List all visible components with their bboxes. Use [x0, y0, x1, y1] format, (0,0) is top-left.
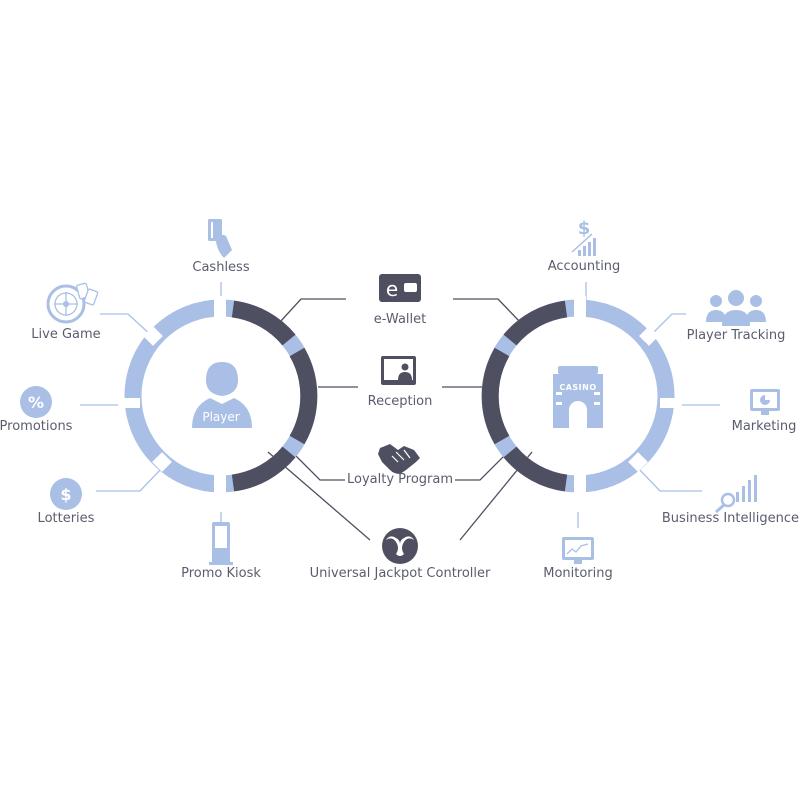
label-loyalty-program: Loyalty Program — [346, 472, 454, 487]
label-cashless: Cashless — [192, 260, 250, 275]
connector-ewallet — [279, 298, 346, 323]
player-icon — [192, 362, 252, 428]
svg-text:$: $ — [60, 485, 71, 504]
label-player-tracking: Player Tracking — [686, 328, 786, 343]
label-monitoring: Monitoring — [543, 566, 613, 581]
svg-text:%: % — [28, 393, 44, 412]
connector-ewallet-right — [453, 298, 521, 323]
casino-hub-label: CASINO — [559, 383, 597, 392]
label-promotions: Promotions — [0, 419, 73, 434]
label-accounting: Accounting — [547, 259, 621, 274]
percent-icon: % — [20, 386, 52, 418]
left-ring-dark-arc-bottom — [231, 446, 296, 492]
monitor-graph-icon — [562, 537, 594, 564]
monitor-pie-icon — [750, 389, 780, 415]
label-reception: Reception — [367, 394, 433, 409]
dollar-coin-icon: $ — [50, 478, 82, 510]
player-hub-label: Player — [202, 410, 240, 424]
label-business-intelligence: Business Intelligence — [661, 511, 799, 526]
label-lotteries: Lotteries — [37, 511, 95, 526]
label-promo-kiosk: Promo Kiosk — [181, 566, 261, 581]
kiosk-icon — [209, 522, 233, 565]
magnifier-bars-icon — [715, 475, 757, 514]
connector-loyalty — [287, 447, 345, 481]
card-in-hand-icon — [208, 219, 232, 258]
connector-player-tracking — [649, 313, 686, 337]
connector-loyalty-right — [455, 447, 513, 481]
connector-lotteries — [96, 467, 163, 492]
label-live-game: Live Game — [31, 327, 101, 342]
people-group-icon — [706, 290, 766, 326]
handshake-icon — [378, 444, 420, 474]
right-ring-dark-arc-top — [503, 300, 568, 346]
right-ring-gaps — [574, 296, 682, 496]
connector-business-intelligence — [637, 467, 702, 492]
reception-monitor-icon — [381, 356, 416, 385]
right-ring-dark-arc-bottom — [503, 446, 568, 492]
left-ring-dark-arc-top — [231, 300, 296, 346]
casino-building-icon — [553, 366, 603, 428]
label-universal-jackpot-controller: Universal Jackpot Controller — [309, 566, 491, 581]
roulette-cards-icon — [46, 282, 99, 324]
left-ring-gaps — [118, 296, 226, 496]
svg-text:$: $ — [578, 218, 591, 239]
dollar-chart-icon: $ — [571, 218, 596, 256]
label-ewallet: e-Wallet — [373, 312, 427, 327]
svg-text:e: e — [386, 277, 398, 301]
wallet-icon: e — [379, 274, 421, 302]
bull-logo-icon — [382, 528, 418, 564]
label-marketing: Marketing — [731, 419, 797, 434]
connector-live-game — [100, 313, 153, 337]
right-ring-dark-arc-left — [481, 347, 510, 445]
left-ring-dark-arc-right — [289, 347, 318, 445]
